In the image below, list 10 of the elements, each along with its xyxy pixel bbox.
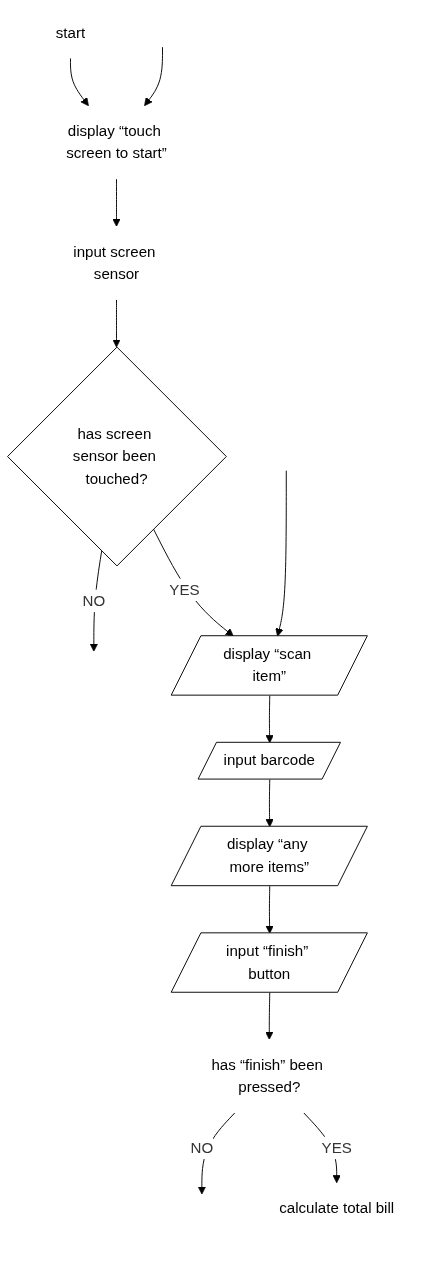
edge-label: NO <box>82 592 106 609</box>
node-text: start <box>55 24 86 41</box>
edge-label: YES <box>169 581 200 598</box>
node-text: has “finish” been pressed? <box>211 1056 323 1096</box>
edge-label: YES <box>321 1139 352 1156</box>
edge-label: NO <box>190 1139 214 1156</box>
node-text: display “touch screen to start” <box>66 122 167 162</box>
node-text: input screen sensor <box>73 243 156 283</box>
node-text: calculate total bill <box>279 1199 395 1216</box>
node-diamond: has screen sensor been touched? <box>7 346 227 567</box>
